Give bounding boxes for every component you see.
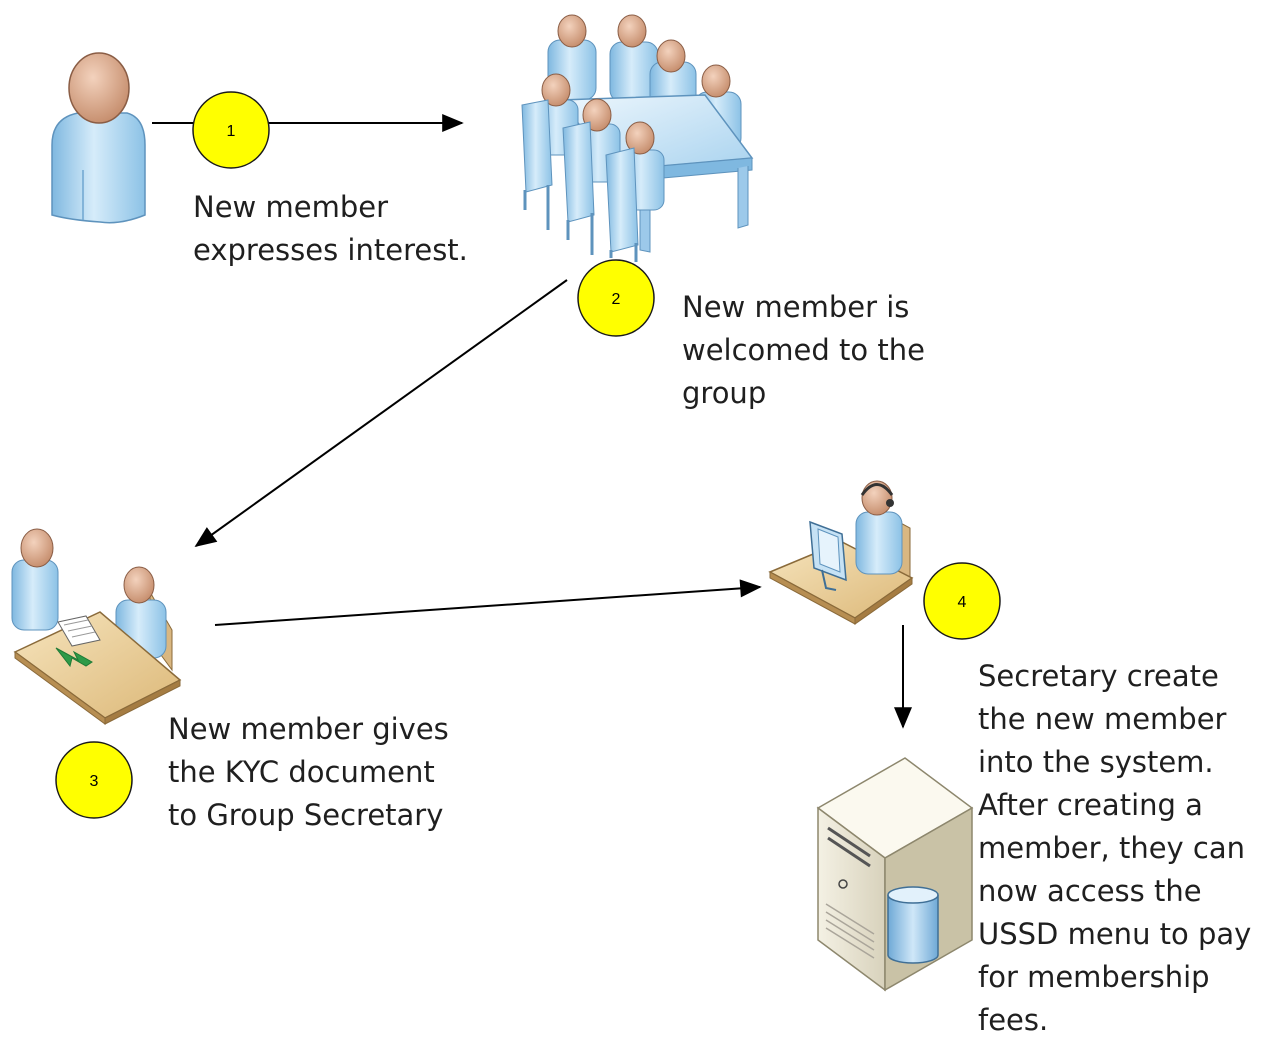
document-handover-icon [11,528,182,725]
server-database-icon [816,757,974,992]
step-number: 2 [612,291,621,308]
step-4-description: Secretary create the new member into the… [978,659,1252,1037]
arrow-3-to-4 [214,579,762,626]
step-number: 1 [227,123,236,140]
step-number: 4 [958,594,967,611]
secretary-computer-icon [768,480,914,625]
step-3-description: New member gives the KYC document to Gro… [168,712,449,832]
step-badge-2: 2 [577,259,655,337]
person-icon [51,52,146,224]
step-2-description: New member is welcomed to the group [682,290,925,410]
group-meeting-icon [521,14,754,262]
step-badge-4: 4 [923,562,1001,640]
step-badge-1: 1 [192,91,270,169]
step-1-description: New member expresses interest. [193,190,468,267]
arrow-2-to-3 [194,279,568,548]
process-diagram: 1 2 3 4 [11,14,1001,992]
step-number: 3 [90,773,99,790]
step-badge-3: 3 [55,741,133,819]
